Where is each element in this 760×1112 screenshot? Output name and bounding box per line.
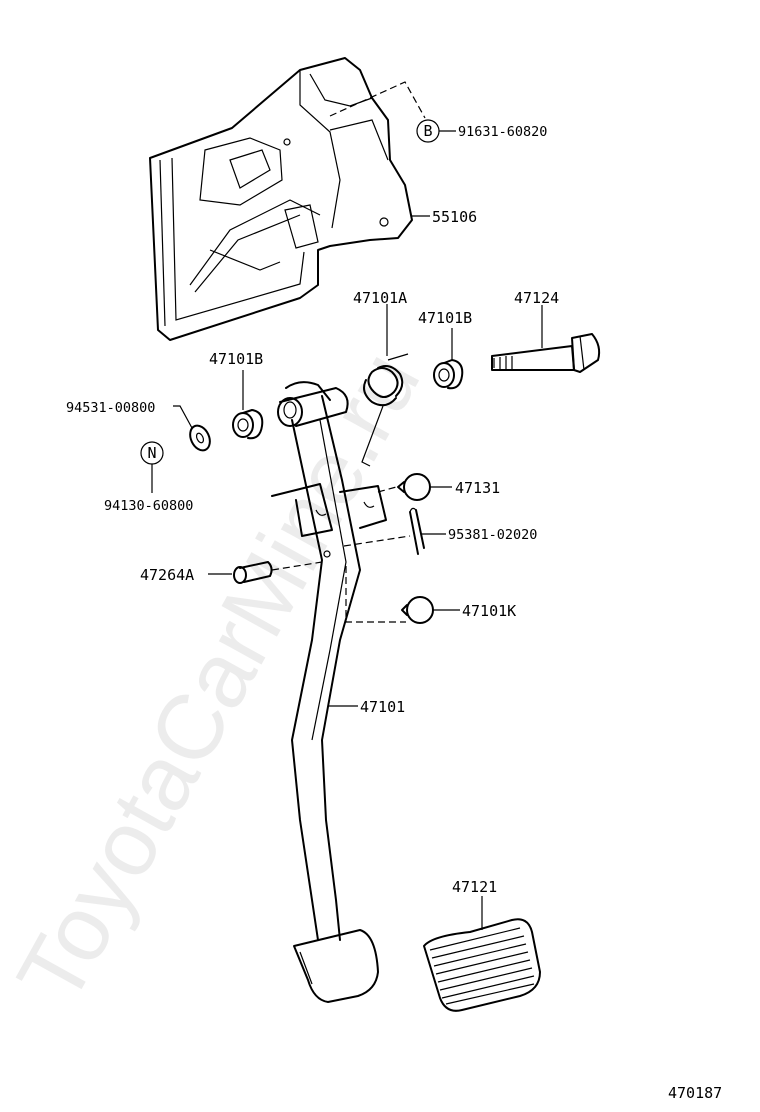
cotter-pin bbox=[409, 507, 425, 555]
callout-47264a[interactable]: 47264A bbox=[140, 566, 232, 584]
part-label: 47101 bbox=[360, 698, 405, 716]
pivot-bolt bbox=[491, 333, 601, 373]
callout-47131[interactable]: 47131 bbox=[430, 479, 500, 497]
part-label: 91631-60820 bbox=[458, 124, 547, 140]
return-spring bbox=[361, 353, 409, 467]
callout-91631-60820[interactable]: B 91631-60820 bbox=[416, 119, 547, 143]
part-label: 47101K bbox=[462, 602, 516, 620]
callout-47121[interactable]: 47121 bbox=[452, 878, 497, 930]
stopper-47131 bbox=[397, 473, 431, 501]
part-label: 94130-60800 bbox=[104, 498, 193, 514]
symbol-b-label: B bbox=[423, 122, 432, 140]
part-label: 47131 bbox=[455, 479, 500, 497]
figure-code: 470187 bbox=[668, 1084, 722, 1102]
callout-55106[interactable]: 55106 bbox=[412, 208, 477, 226]
part-label: 94531-00800 bbox=[66, 400, 155, 416]
washer bbox=[189, 424, 211, 452]
callout-94531-00800[interactable]: 94531-00800 bbox=[66, 400, 193, 429]
part-label: 47101B bbox=[418, 309, 472, 327]
callout-94130-60800[interactable]: N 94130-60800 bbox=[104, 441, 193, 514]
callout-47124[interactable]: 47124 bbox=[514, 289, 559, 348]
pedal-bracket bbox=[149, 57, 413, 341]
part-label: 47101B bbox=[209, 350, 263, 368]
part-label: 47101A bbox=[353, 289, 407, 307]
callout-95381-02020[interactable]: 95381-02020 bbox=[422, 527, 537, 543]
bushing-right bbox=[433, 359, 464, 390]
bushing-left bbox=[232, 409, 264, 440]
clevis-pin bbox=[233, 561, 273, 584]
callout-47101k[interactable]: 47101K bbox=[433, 602, 516, 620]
part-label: 47121 bbox=[452, 878, 497, 896]
symbol-n-label: N bbox=[147, 444, 156, 462]
callout-47101b-right[interactable]: 47101B bbox=[418, 309, 472, 360]
callout-47101b-left[interactable]: 47101B bbox=[209, 350, 263, 410]
part-label: 47124 bbox=[514, 289, 559, 307]
part-label: 55106 bbox=[432, 208, 477, 226]
watermark: ToyotaCarMine.ru bbox=[0, 335, 440, 1019]
pedal-arm bbox=[271, 381, 387, 1003]
stopper-47101k bbox=[401, 596, 434, 624]
part-label: 95381-02020 bbox=[448, 527, 537, 543]
part-label: 47264A bbox=[140, 566, 194, 584]
callout-47101[interactable]: 47101 bbox=[328, 698, 405, 716]
pedal-pad bbox=[423, 918, 541, 1012]
callout-47101a[interactable]: 47101A bbox=[353, 289, 407, 356]
